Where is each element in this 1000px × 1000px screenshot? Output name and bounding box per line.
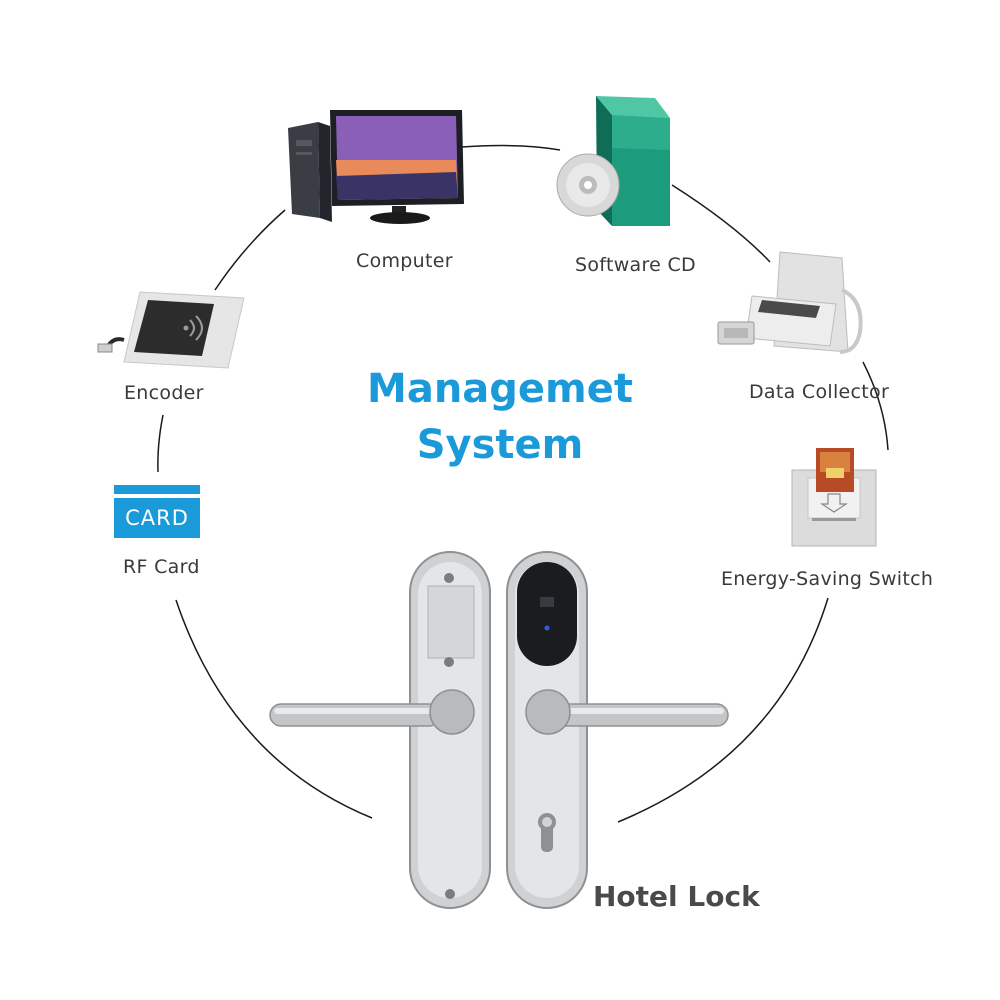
rf-card-label: RF Card (123, 556, 200, 578)
ring-arc-top-left (214, 209, 286, 291)
ring-arc-top-right (671, 184, 771, 263)
rf-card-badge-text: CARD (125, 506, 189, 530)
ring-arc-left (157, 414, 164, 473)
software-cd-label: Software CD (575, 254, 696, 276)
energy-switch-label: Energy-Saving Switch (721, 568, 934, 590)
hotel-lock-icon (269, 551, 729, 909)
computer-icon (288, 110, 464, 224)
software-cd-icon (556, 96, 670, 226)
encoder-icon (97, 291, 245, 369)
data-collector-icon (717, 251, 863, 354)
title-line-1: Managemet (367, 366, 633, 412)
data-collector-label: Data Collector (749, 381, 890, 403)
hotel-lock-label: Hotel Lock (593, 880, 760, 913)
ring-arc-top (461, 144, 561, 151)
encoder-label: Encoder (124, 382, 204, 404)
energy-switch-icon (791, 448, 877, 547)
ring-arc-bottom-right (617, 597, 829, 823)
computer-label: Computer (356, 250, 453, 272)
title-line-2: System (416, 422, 584, 468)
rf-card-icon: CARD (114, 485, 200, 538)
ring-arc-right (862, 361, 889, 451)
ring-arc-bottom-left (175, 599, 373, 819)
